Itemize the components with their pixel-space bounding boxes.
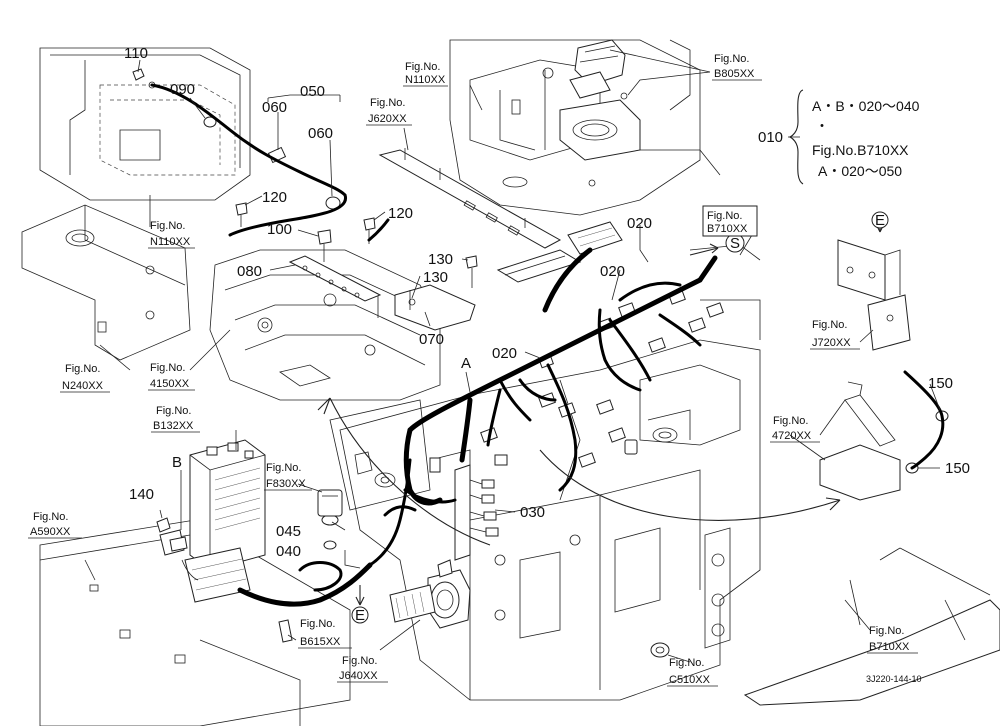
svg-text:Fig.No.: Fig.No. [33,511,68,523]
callout-circles: E E S A B [172,211,889,624]
svg-text:Fig.No.: Fig.No. [370,97,405,109]
frame-linework [21,39,1000,726]
svg-text:Fig.No.: Fig.No. [342,655,377,667]
figref-b132: Fig.No. B132XX [151,405,200,433]
figref-b710-bottom: Fig.No. B710XX [867,625,918,654]
callout-s: S [730,235,740,252]
callout-a: A [461,355,471,372]
part-label-150-b: 150 [945,460,970,477]
svg-text:A590XX: A590XX [30,526,71,538]
part-label-120-b: 120 [388,205,413,222]
figure-references: Fig.No. N110XX Fig.No. J620XX Fig.No. B8… [28,53,918,687]
figref-n110-left: Fig.No. N110XX [148,220,195,249]
svg-text:Fig.No.: Fig.No. [669,657,704,669]
svg-text:B805XX: B805XX [714,68,755,80]
figref-4150: Fig.No. 4150XX [148,362,195,391]
svg-text:N110XX: N110XX [150,236,191,248]
svg-text:B615XX: B615XX [300,636,341,648]
svg-text:B710XX: B710XX [707,223,748,235]
legend-line-2: Fig.No.B710XX [812,142,909,158]
part-label-020-c: 020 [492,345,517,362]
svg-text:4720XX: 4720XX [772,430,812,442]
legend-dot: ・ [815,118,829,134]
figref-a590: Fig.No. A590XX [28,511,82,539]
part-label-150-a: 150 [928,375,953,392]
part-label-050: 050 [300,83,325,100]
svg-text:N110XX: N110XX [405,74,446,86]
svg-text:Fig.No.: Fig.No. [714,53,749,65]
figref-b805: Fig.No. B805XX [712,53,762,81]
figref-j620: Fig.No. J620XX [366,97,412,126]
part-label-060-b: 060 [308,125,333,142]
part-label-070: 070 [419,331,444,348]
callout-e-top-circle [871,211,889,229]
svg-text:Fig.No.: Fig.No. [812,319,847,331]
svg-text:Fig.No.: Fig.No. [405,61,440,73]
svg-text:Fig.No.: Fig.No. [773,415,808,427]
part-label-130-b: 130 [423,269,448,286]
svg-text:Fig.No.: Fig.No. [150,220,185,232]
part-label-020-a: 020 [627,215,652,232]
part-label-110: 110 [124,45,148,62]
svg-text:Fig.No.: Fig.No. [156,405,191,417]
svg-text:Fig.No.: Fig.No. [150,362,185,374]
part-label-080: 080 [237,263,262,280]
callout-e-bottom-circle [351,606,369,624]
svg-text:Fig.No.: Fig.No. [707,210,742,222]
svg-text:4150XX: 4150XX [150,378,190,390]
figref-f830: Fig.No. F830XX [264,462,312,491]
part-label-140: 140 [129,486,154,503]
svg-text:F830XX: F830XX [266,478,306,490]
svg-text:C510XX: C510XX [669,674,711,686]
svg-text:J720XX: J720XX [812,337,851,349]
part-label-130-a: 130 [428,251,453,268]
wiring-harness [150,83,945,607]
part-labels: 110 090 060 050 060 120 120 100 080 130 … [124,45,970,560]
part-label-045: 045 [276,523,301,540]
part-label-060-a: 060 [262,99,287,116]
svg-text:Fig.No.: Fig.No. [869,625,904,637]
applicability-legend: A・B・020～040 ・ Fig.No.B710XX A・020～050 [788,89,920,185]
callout-b: B [172,454,182,471]
svg-text:Fig.No.: Fig.No. [65,363,100,375]
svg-text:J640XX: J640XX [339,670,378,682]
leader-lines [84,49,941,663]
part-label-100: 100 [267,221,292,238]
figref-b615: Fig.No. B615XX [298,618,352,649]
figref-4720: Fig.No. 4720XX [770,415,820,443]
figref-n240: Fig.No. N240XX [60,363,110,393]
part-label-040: 040 [276,543,301,560]
callout-e-bottom: E [355,607,365,624]
callout-e-top: E [875,212,885,229]
part-label-090: 090 [170,81,195,98]
legend-line-1: A・B・020～040 [812,98,920,114]
svg-text:Fig.No.: Fig.No. [300,618,335,630]
part-label-120-a: 120 [262,189,287,206]
figref-j640: Fig.No. J640XX [337,655,388,683]
part-label-020-b: 020 [600,263,625,280]
figref-n110-top: Fig.No. N110XX [403,61,448,87]
legend-line-3: A・020～050 [818,163,902,179]
part-label-010: 010 [758,129,783,146]
drawing-code: 3J220-144-10 [866,674,922,684]
svg-text:Fig.No.: Fig.No. [266,462,301,474]
svg-text:N240XX: N240XX [62,380,104,392]
figref-b710-top: Fig.No. B710XX [702,205,758,237]
part-label-030: 030 [520,504,545,521]
svg-text:B132XX: B132XX [153,420,194,432]
direction-arrows [317,212,885,606]
figref-j720: Fig.No. J720XX [810,319,860,350]
figref-c510: Fig.No. C510XX [667,657,718,687]
svg-text:J620XX: J620XX [368,113,407,125]
svg-text:B710XX: B710XX [869,641,910,653]
